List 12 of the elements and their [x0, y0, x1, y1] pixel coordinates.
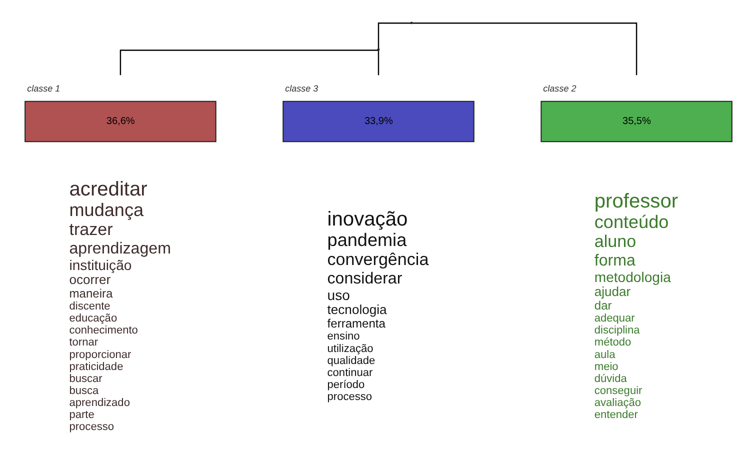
node-text: professor conteúdo aluno forma metodologia ajudar dar adequar disciplina método aula meio dúvida conseguir avaliação entender [594, 190, 678, 422]
node-text: inovação pandemia convergência considerar uso tecnologia ferramenta ensino utilização qualidade continuar período processo [326, 208, 428, 403]
node-label: classe 2 [542, 84, 576, 94]
connector [412, 22, 637, 76]
connector [377, 22, 410, 48]
connector [119, 50, 378, 76]
node-point [410, 22, 412, 24]
node-text: acreditar mudança trazer aprendizagem instituição ocorrer maneira discente educação conhecimento tornar proporcionar praticidade buscar busca aprendizado parte processo [68, 178, 170, 434]
connector [377, 50, 379, 76]
node-label: classe 1 [26, 84, 60, 94]
node-point [376, 48, 380, 51]
node-label: classe 3 [284, 84, 318, 94]
